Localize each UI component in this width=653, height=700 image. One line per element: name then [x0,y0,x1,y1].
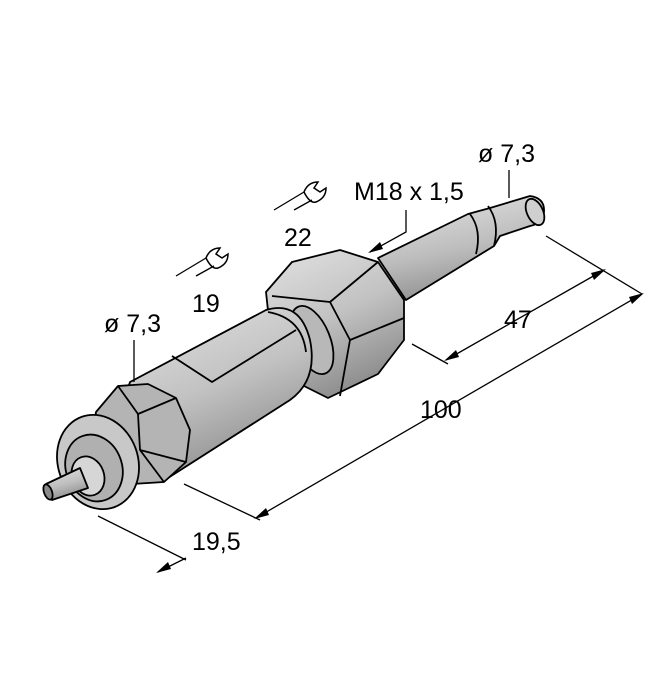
ext-body-face [183,483,261,521]
arrow-47-a [444,350,459,361]
cable-stub [42,467,89,501]
sensor-body [42,195,546,511]
leader-thread [369,210,407,253]
ext-gland-face [97,515,187,561]
dim-100-line [255,293,643,519]
dim-47-line [445,269,605,361]
wrench-22-label: 22 [284,224,312,252]
arrow-47-b [591,269,606,280]
wrench-icon [273,181,327,211]
arrow-100-b [629,293,644,304]
ext-nut-face [411,343,449,365]
arrow-19-5 [156,562,171,573]
ext-right-end [545,235,643,295]
arrow-100-a [254,508,269,519]
length-47-label: 47 [504,306,532,334]
arrow-thread [368,242,383,253]
right-diameter-label: ø 7,3 [478,140,535,168]
wrench-icon [175,247,229,277]
wrench-19-label: 19 [192,290,220,318]
length-19-5-label: 19,5 [192,528,241,556]
dimension-lines [97,170,644,573]
probe-rod [377,195,546,301]
length-100-label: 100 [420,396,462,424]
left-diameter-label: ø 7,3 [104,310,161,338]
thread-label: M18 x 1,5 [354,178,464,206]
